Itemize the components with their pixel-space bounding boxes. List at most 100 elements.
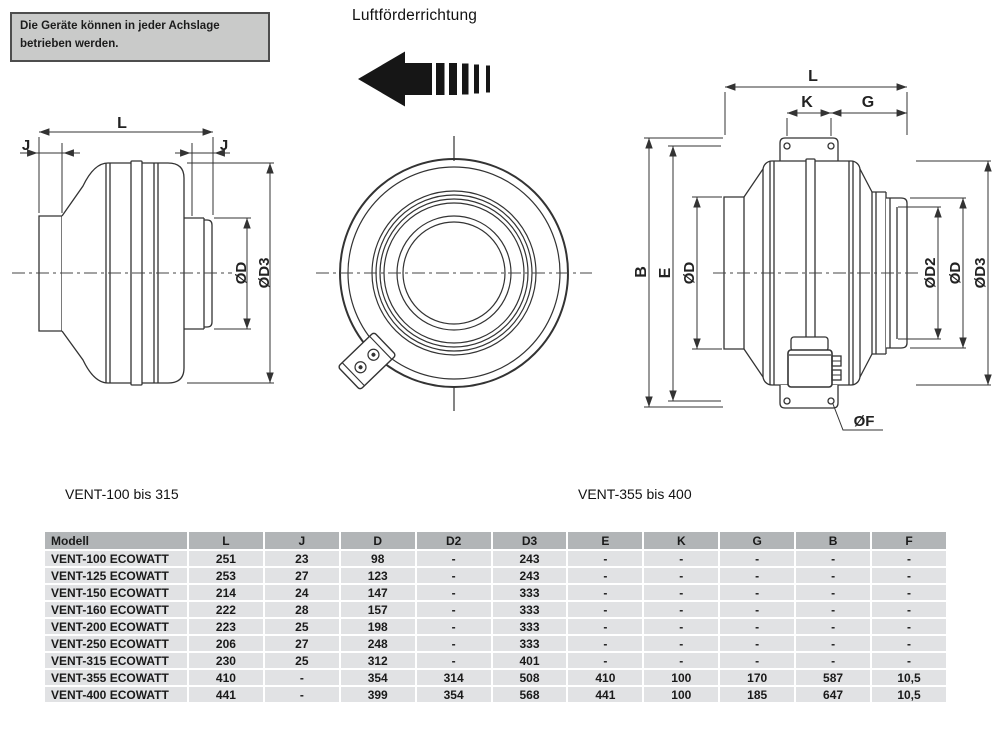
value-cell: 333 — [492, 585, 567, 600]
value-cell: - — [644, 619, 719, 634]
value-cell: 251 — [189, 551, 263, 566]
value-cell: 24 — [264, 585, 339, 600]
value-cell: - — [796, 551, 871, 566]
value-cell: - — [872, 568, 946, 583]
column-header-Modell: Modell — [45, 532, 187, 549]
value-cell: 230 — [189, 653, 263, 668]
value-cell: 223 — [189, 619, 263, 634]
dim-label-G: G — [862, 94, 874, 111]
value-cell: - — [568, 568, 643, 583]
value-cell: 27 — [264, 636, 339, 651]
value-cell: - — [796, 585, 871, 600]
value-cell: - — [644, 602, 719, 617]
dim-label-J-left: J — [22, 137, 30, 154]
value-cell: 354 — [416, 687, 491, 702]
model-cell: VENT-400 ECOWATT — [45, 687, 187, 702]
value-cell: - — [416, 619, 491, 634]
value-cell: 185 — [720, 687, 795, 702]
value-cell: - — [644, 585, 719, 600]
dim-label-F: ØF — [854, 413, 875, 430]
value-cell: - — [796, 619, 871, 634]
value-cell: 587 — [796, 670, 871, 685]
value-cell: - — [644, 636, 719, 651]
value-cell: - — [720, 551, 795, 566]
dim-label-D-left: ØD — [681, 262, 698, 285]
value-cell: 147 — [340, 585, 415, 600]
value-cell: - — [796, 568, 871, 583]
value-cell: - — [720, 636, 795, 651]
value-cell: - — [644, 653, 719, 668]
section-label-small-models: VENT-100 bis 315 — [65, 486, 179, 502]
value-cell: - — [872, 585, 946, 600]
dim-label-D3: ØD3 — [256, 258, 273, 289]
column-header-D3: D3 — [492, 532, 567, 549]
model-cell: VENT-355 ECOWATT — [45, 670, 187, 685]
section-label-large-models: VENT-355 bis 400 — [578, 486, 692, 502]
value-cell: 333 — [492, 619, 567, 634]
fan-side-view-small: L J J ØD ØD3 — [12, 115, 274, 386]
dim-label-D3: ØD3 — [972, 258, 989, 289]
value-cell: - — [264, 687, 339, 702]
dim-label-L: L — [808, 68, 818, 85]
value-cell: - — [720, 619, 795, 634]
dim-label-D: ØD — [233, 262, 250, 285]
value-cell: - — [796, 602, 871, 617]
value-cell: 441 — [189, 687, 263, 702]
value-cell: - — [416, 568, 491, 583]
value-cell: 333 — [492, 602, 567, 617]
value-cell: 243 — [492, 568, 567, 583]
value-cell: 214 — [189, 585, 263, 600]
value-cell: - — [872, 551, 946, 566]
value-cell: - — [720, 653, 795, 668]
value-cell: 399 — [340, 687, 415, 702]
dim-label-D-right: ØD — [947, 262, 964, 285]
value-cell: - — [644, 551, 719, 566]
value-cell: 508 — [492, 670, 567, 685]
value-cell: 100 — [644, 670, 719, 685]
value-cell: - — [568, 619, 643, 634]
dim-label-B: B — [633, 266, 650, 278]
value-cell: 410 — [189, 670, 263, 685]
model-cell: VENT-125 ECOWATT — [45, 568, 187, 583]
fan-side-view-large: L K G B E ØD ØD2 ØD ØD3 ØF — [633, 68, 992, 431]
value-cell: - — [644, 568, 719, 583]
value-cell: - — [872, 636, 946, 651]
dim-label-K: K — [801, 94, 813, 111]
model-cell: VENT-200 ECOWATT — [45, 619, 187, 634]
value-cell: 198 — [340, 619, 415, 634]
value-cell: - — [796, 636, 871, 651]
value-cell: 100 — [644, 687, 719, 702]
value-cell: 23 — [264, 551, 339, 566]
value-cell: 25 — [264, 653, 339, 668]
value-cell: 253 — [189, 568, 263, 583]
value-cell: 98 — [340, 551, 415, 566]
value-cell: 27 — [264, 568, 339, 583]
column-header-B: B — [796, 532, 871, 549]
value-cell: - — [568, 602, 643, 617]
column-header-F: F — [872, 532, 946, 549]
value-cell: - — [416, 653, 491, 668]
value-cell: - — [264, 670, 339, 685]
value-cell: 647 — [796, 687, 871, 702]
value-cell: 410 — [568, 670, 643, 685]
value-cell: 354 — [340, 670, 415, 685]
value-cell: 401 — [492, 653, 567, 668]
dim-label-E: E — [657, 267, 674, 278]
value-cell: - — [872, 602, 946, 617]
value-cell: - — [416, 551, 491, 566]
value-cell: 157 — [340, 602, 415, 617]
value-cell: - — [796, 653, 871, 668]
terminal-box-front — [338, 332, 396, 390]
value-cell: 441 — [568, 687, 643, 702]
model-cell: VENT-250 ECOWATT — [45, 636, 187, 651]
dim-label-J-right: J — [220, 137, 228, 154]
column-header-D: D — [340, 532, 415, 549]
